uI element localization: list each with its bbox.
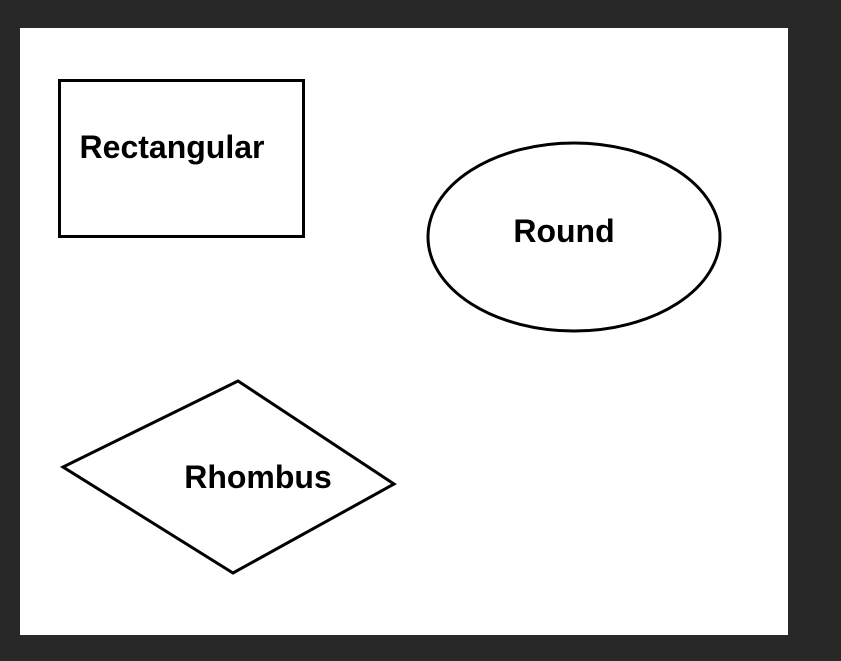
rhombus-shape[interactable]: Rhombus [59, 379, 397, 575]
drawing-canvas: Rectangular Round Rhombus [20, 28, 788, 635]
rhombus-label: Rhombus [184, 459, 332, 495]
rectangle-label: Rectangular [80, 129, 265, 165]
rectangle-shape[interactable]: Rectangular [58, 79, 305, 238]
ellipse-outline[interactable] [426, 141, 722, 333]
ellipse-shape[interactable]: Round [426, 141, 722, 333]
rhombus-outline[interactable] [59, 379, 397, 575]
rectangle-outline[interactable] [58, 79, 305, 238]
shapes-layer: Rectangular Round Rhombus [58, 79, 722, 575]
ellipse-label: Round [513, 213, 614, 249]
